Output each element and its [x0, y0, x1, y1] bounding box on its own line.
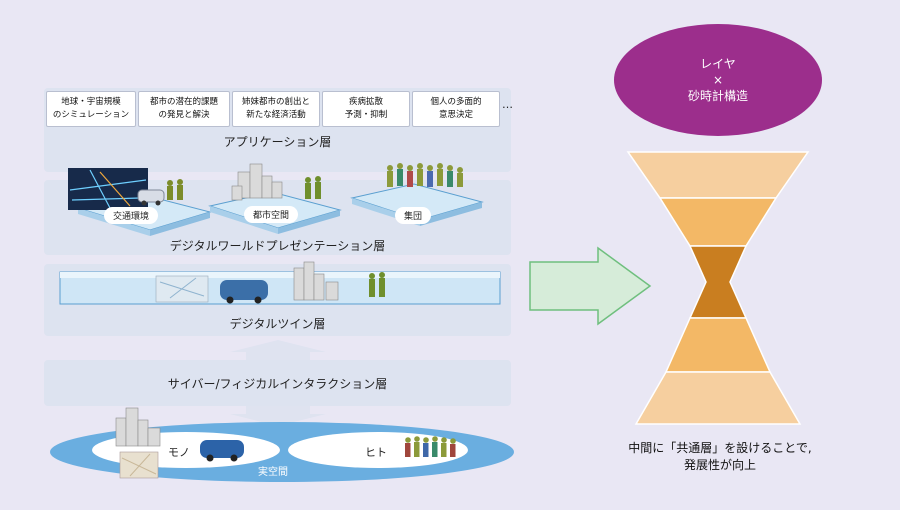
hourglass-band-top — [626, 151, 810, 199]
presentation-layer-label: デジタルワールドプレゼンテーション層 — [169, 239, 386, 253]
app-box-line: 新たな経済活動 — [246, 110, 306, 120]
real-space-hito-label: ヒト — [365, 446, 387, 459]
app-box-line: の発見と解決 — [158, 110, 210, 120]
app-box-decision-making: 個人の多面的 意思決定 — [412, 91, 500, 127]
app-box-line: 意思決定 — [438, 110, 473, 120]
app-box-disease-spread: 疾病拡散 予測・抑制 — [322, 91, 410, 127]
hourglass-title-line2: × — [712, 73, 724, 87]
app-box-line: 疾病拡散 — [348, 97, 383, 107]
hourglass-band-waist — [688, 245, 748, 319]
hourglass-band-lower — [664, 317, 772, 373]
app-box-line: 地球・宇宙規模 — [61, 97, 121, 107]
hourglass-title-line1: レイヤ — [700, 57, 736, 71]
caption-line2: 発展性が向上 — [683, 458, 756, 472]
interaction-layer — [44, 360, 511, 406]
real-car-icon — [200, 440, 244, 458]
app-box-line: のシミュレーション — [52, 110, 130, 120]
app-box-global-simulation: 地球・宇宙規模 のシミュレーション — [46, 91, 136, 127]
platform-label-city: 都市空間 — [244, 206, 299, 223]
hourglass-band-upper — [658, 197, 778, 247]
app-box-line: 姉妹都市の創出と — [241, 97, 310, 107]
caption-line1: 中間に「共通層」を設けることで, — [628, 441, 812, 455]
real-space-label: 実空間 — [258, 467, 288, 478]
twin-car-icon — [220, 280, 268, 300]
application-layer-label: アプリケーション層 — [223, 135, 332, 149]
real-space-mono-label: モノ — [168, 446, 190, 459]
hourglass-caption: 中間に「共通層」を設けることで, 発展性が向上 — [600, 440, 840, 474]
platform-label-traffic: 交通環境 — [104, 207, 159, 224]
hourglass-title: レイヤ × 砂時計構造 — [614, 56, 822, 104]
app-box-line: 都市の潜在的課題 — [149, 97, 218, 107]
hourglass-title-line3: 砂時計構造 — [687, 89, 748, 103]
interaction-layer-label: サイバー/フィジカルインタラクション層 — [167, 377, 388, 391]
crowd-platform — [350, 163, 484, 226]
app-ellipsis: … — [502, 98, 513, 111]
app-box-line: 個人の多面的 — [430, 97, 482, 107]
app-box-line: 予測・抑制 — [344, 110, 388, 120]
app-box-sister-cities: 姉妹都市の創出と 新たな経済活動 — [232, 91, 320, 127]
twin-layer-label: デジタルツイン層 — [229, 317, 326, 331]
hourglass-band-bottom — [634, 371, 802, 425]
platform-label-crowd: 集団 — [395, 207, 432, 224]
app-box-urban-issues: 都市の潜在的課題 の発見と解決 — [138, 91, 230, 127]
